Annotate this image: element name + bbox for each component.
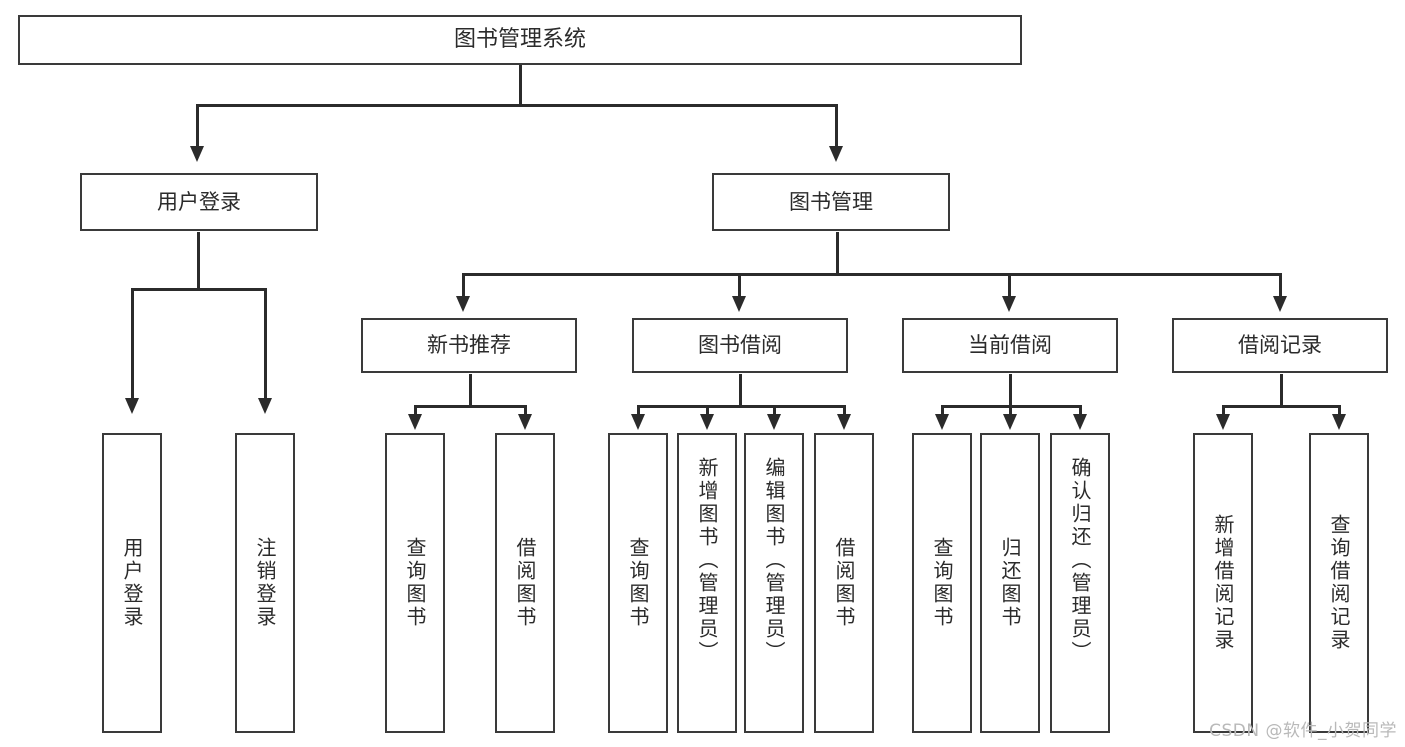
node-leaf-confirm-return-label: 确认归还（管理员）: [1068, 457, 1092, 664]
arrow-to-leaf-borrow-book-2: [837, 414, 851, 430]
connector-nbr-1: [414, 405, 417, 417]
node-book-borrow-label: 图书借阅: [698, 333, 782, 358]
node-leaf-query-book-3[interactable]: 查询图书: [912, 433, 972, 733]
connector-root-bus: [196, 104, 838, 107]
connector-nbr-bus: [414, 405, 526, 408]
connector-bm-3: [1008, 273, 1011, 298]
connector-bb-3: [773, 405, 776, 417]
connector-bb-bus: [637, 405, 845, 408]
arrow-to-leaf-logout: [258, 398, 272, 414]
arrow-to-leaf-query-record: [1332, 414, 1346, 430]
connector-bb-4: [843, 405, 846, 417]
arrow-to-new-book-rec: [456, 296, 470, 312]
node-leaf-borrow-book-1-label: 借阅图书: [513, 537, 537, 629]
node-leaf-query-book-2-label: 查询图书: [626, 537, 650, 629]
connector-root-trunk: [519, 65, 522, 105]
node-leaf-confirm-return[interactable]: 确认归还（管理员）: [1050, 433, 1110, 733]
arrow-to-leaf-add-record: [1216, 414, 1230, 430]
node-leaf-edit-book-label: 编辑图书（管理员）: [762, 457, 786, 664]
connector-book-manage-trunk: [836, 232, 839, 274]
connector-user-login-left: [131, 288, 134, 400]
node-leaf-add-record-label: 新增借阅记录: [1211, 514, 1235, 652]
node-leaf-edit-book[interactable]: 编辑图书（管理员）: [744, 433, 804, 733]
node-root-label: 图书管理系统: [453, 27, 586, 53]
node-leaf-return-book-label: 归还图书: [998, 537, 1022, 629]
connector-nbr-2: [524, 405, 527, 417]
node-leaf-query-book-3-label: 查询图书: [930, 537, 954, 629]
arrow-to-leaf-return-book: [1003, 414, 1017, 430]
node-leaf-borrow-book-1[interactable]: 借阅图书: [495, 433, 555, 733]
node-book-manage-label: 图书管理: [789, 189, 873, 214]
connector-user-login-right: [264, 288, 267, 400]
node-leaf-return-book[interactable]: 归还图书: [980, 433, 1040, 733]
connector-br-2: [1338, 405, 1341, 417]
node-leaf-logout[interactable]: 注销登录: [235, 433, 295, 733]
node-leaf-logout-label: 注销登录: [253, 537, 277, 629]
node-leaf-add-record[interactable]: 新增借阅记录: [1193, 433, 1253, 733]
connector-book-manage-bus: [462, 273, 1282, 276]
arrow-to-current-borrow: [1002, 296, 1016, 312]
connector-bb-2: [706, 405, 709, 417]
arrow-to-borrow-record: [1273, 296, 1287, 312]
node-book-borrow[interactable]: 图书借阅: [632, 318, 848, 373]
node-new-book-rec-label: 新书推荐: [427, 333, 511, 358]
node-leaf-query-record-label: 查询借阅记录: [1327, 514, 1351, 652]
connector-cb-trunk: [1009, 374, 1012, 406]
node-user-login[interactable]: 用户登录: [80, 173, 318, 231]
node-leaf-borrow-book-2[interactable]: 借阅图书: [814, 433, 874, 733]
arrow-to-book-manage: [829, 146, 843, 162]
node-current-borrow[interactable]: 当前借阅: [902, 318, 1118, 373]
connector-user-login-bus: [131, 288, 266, 291]
connector-br-1: [1222, 405, 1225, 417]
connector-bm-1: [462, 273, 465, 298]
connector-cb-1: [941, 405, 944, 417]
node-leaf-query-book-2[interactable]: 查询图书: [608, 433, 668, 733]
node-borrow-record[interactable]: 借阅记录: [1172, 318, 1388, 373]
arrow-to-leaf-user-login: [125, 398, 139, 414]
arrow-to-leaf-query-book-2: [631, 414, 645, 430]
arrow-to-leaf-edit-book: [767, 414, 781, 430]
arrow-to-leaf-borrow-book-1: [518, 414, 532, 430]
node-leaf-borrow-book-2-label: 借阅图书: [832, 537, 856, 629]
connector-user-login-trunk: [197, 232, 200, 289]
connector-bm-4: [1279, 273, 1282, 298]
connector-bb-1: [637, 405, 640, 417]
arrow-to-leaf-query-book-3: [935, 414, 949, 430]
node-root[interactable]: 图书管理系统: [18, 15, 1022, 65]
connector-to-book-manage: [835, 104, 838, 148]
connector-nbr-trunk: [469, 374, 472, 406]
arrow-to-leaf-add-book: [700, 414, 714, 430]
arrow-to-leaf-query-book-1: [408, 414, 422, 430]
node-leaf-user-login-label: 用户登录: [120, 537, 144, 629]
node-borrow-record-label: 借阅记录: [1238, 333, 1322, 358]
node-user-login-label: 用户登录: [157, 189, 241, 214]
node-leaf-query-book-1[interactable]: 查询图书: [385, 433, 445, 733]
connector-cb-3: [1079, 405, 1082, 417]
node-book-manage[interactable]: 图书管理: [712, 173, 950, 231]
connector-br-bus: [1222, 405, 1340, 408]
arrow-to-book-borrow: [732, 296, 746, 312]
arrow-to-user-login: [190, 146, 204, 162]
node-new-book-rec[interactable]: 新书推荐: [361, 318, 577, 373]
node-leaf-query-book-1-label: 查询图书: [403, 537, 427, 629]
connector-bb-trunk: [739, 374, 742, 406]
connector-to-user-login: [196, 104, 199, 148]
node-current-borrow-label: 当前借阅: [968, 333, 1052, 358]
node-leaf-add-book-label: 新增图书（管理员）: [695, 457, 719, 664]
connector-cb-2: [1009, 405, 1012, 417]
node-leaf-add-book[interactable]: 新增图书（管理员）: [677, 433, 737, 733]
node-leaf-query-record[interactable]: 查询借阅记录: [1309, 433, 1369, 733]
connector-br-trunk: [1280, 374, 1283, 406]
connector-bm-2: [738, 273, 741, 298]
arrow-to-leaf-confirm-return: [1073, 414, 1087, 430]
node-leaf-user-login[interactable]: 用户登录: [102, 433, 162, 733]
